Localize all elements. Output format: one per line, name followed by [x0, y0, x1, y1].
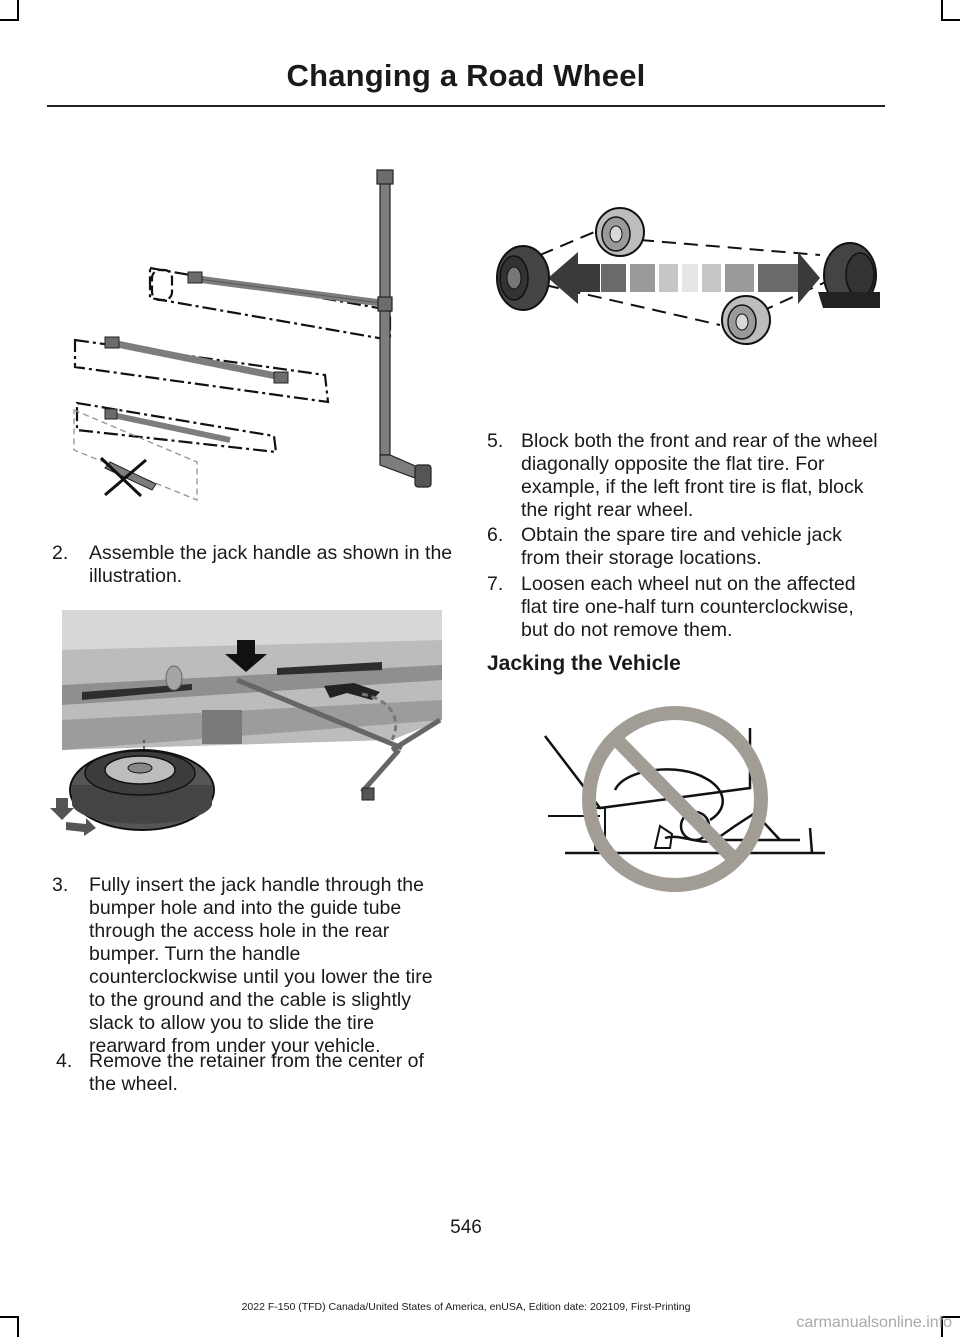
crop-mark: [941, 19, 960, 21]
watermark: carmanualsonline.info: [796, 1314, 952, 1331]
jack-handle-assembly-illustration: [73, 169, 432, 502]
step-number: 3.: [52, 874, 69, 896]
crop-mark: [0, 1316, 19, 1318]
step-text: Loosen each wheel nut on the affected fl…: [521, 573, 856, 641]
step-number: 5.: [487, 430, 504, 452]
step-number: 7.: [487, 573, 504, 595]
step-text: Fully insert the jack handle through the…: [89, 874, 433, 1057]
crop-mark: [17, 1317, 19, 1337]
do-not-go-under-vehicle-illustration: [544, 706, 825, 892]
crop-mark: [941, 1317, 943, 1337]
page-title: Changing a Road Wheel: [286, 58, 646, 93]
bumper-spare-tire-illustration: [50, 610, 442, 836]
tire-blocked-left: [496, 245, 550, 311]
tire-blocked-right: [818, 242, 880, 308]
step-number: 6.: [487, 524, 504, 546]
crop-mark: [0, 19, 19, 21]
header-divider: [47, 105, 885, 107]
crop-mark: [17, 0, 19, 20]
step-text: Assemble the jack handle as shown in the…: [89, 542, 453, 587]
step-number: 4.: [56, 1050, 73, 1072]
step-text: Remove the retainer from the center of t…: [89, 1050, 424, 1095]
step-text: Block both the front and rear of the whe…: [521, 430, 878, 521]
crop-mark: [941, 0, 943, 20]
footer-text: 2022 F-150 (TFD) Canada/United States of…: [241, 1301, 691, 1313]
crop-mark: [941, 1316, 960, 1318]
step-text: Obtain the spare tire and vehicle jack f…: [521, 524, 842, 569]
section-heading: Jacking the Vehicle: [487, 652, 681, 675]
step-number: 2.: [52, 542, 69, 564]
diagonal-wheel-blocking-illustration: [496, 207, 880, 345]
tire-front: [595, 207, 645, 257]
page-number: 546: [450, 1217, 482, 1238]
tire-rear: [721, 295, 771, 345]
